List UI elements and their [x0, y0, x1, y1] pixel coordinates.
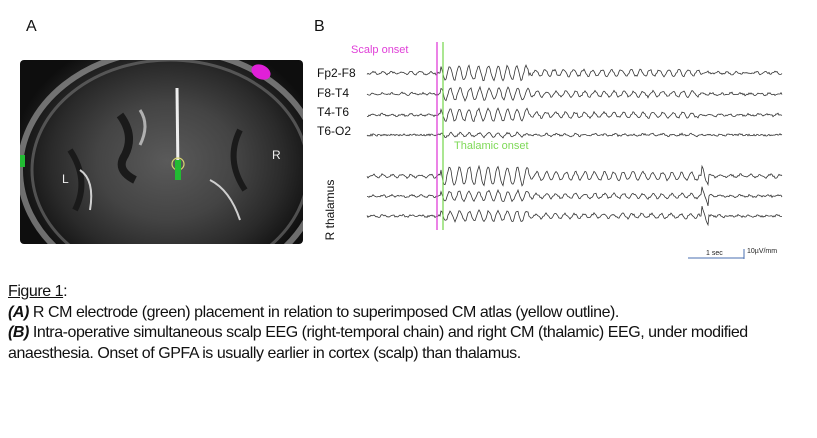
- mri-drawing: [20, 60, 303, 244]
- thalamic-onset-label: Thalamic onset: [454, 140, 529, 152]
- thalamus-eeg-trace: [367, 186, 783, 207]
- figure-caption: Figure 1: (A) R CM electrode (green) pla…: [8, 282, 813, 364]
- panel-a-label: A: [26, 18, 37, 35]
- mri-left-label: L: [62, 172, 69, 186]
- scalp-eeg-trace: [366, 64, 783, 82]
- channel-label-t4-t6: T4-T6: [317, 105, 350, 119]
- amplitude-scale-label: 10µV/mm: [747, 248, 778, 255]
- caption-a-tag: (A): [8, 303, 29, 321]
- thalamus-eeg-trace: [366, 206, 783, 227]
- mri-right-label: R: [272, 148, 281, 162]
- channel-label-fp2-f8: Fp2-F8: [317, 66, 356, 80]
- scalp-eeg-trace: [366, 131, 783, 139]
- scalp-onset-label: Scalp onset: [351, 44, 409, 56]
- mri-image: L R: [20, 60, 303, 244]
- time-scale-label: 1 sec: [706, 250, 723, 257]
- magenta-marker: [251, 64, 271, 80]
- channel-label-f8-t4: F8-T4: [317, 86, 350, 100]
- thalamus-eeg-trace: [366, 164, 783, 187]
- caption-b-text: Intra-operative simultaneous scalp EEG (…: [8, 324, 748, 362]
- panel-b-label: B: [314, 18, 325, 35]
- eeg-traces: [366, 42, 783, 259]
- figure-label: Figure 1: [8, 283, 64, 300]
- scalp-eeg-trace: [366, 85, 783, 102]
- cm-electrode: [175, 160, 181, 180]
- caption-a-text: R CM electrode (green) placement in rela…: [28, 303, 619, 321]
- caption-b-tag: (B): [8, 324, 29, 341]
- figure-colon: :: [63, 283, 68, 300]
- scalp-eeg-trace: [366, 107, 783, 123]
- channel-label-t6-o2: T6-O2: [317, 124, 352, 138]
